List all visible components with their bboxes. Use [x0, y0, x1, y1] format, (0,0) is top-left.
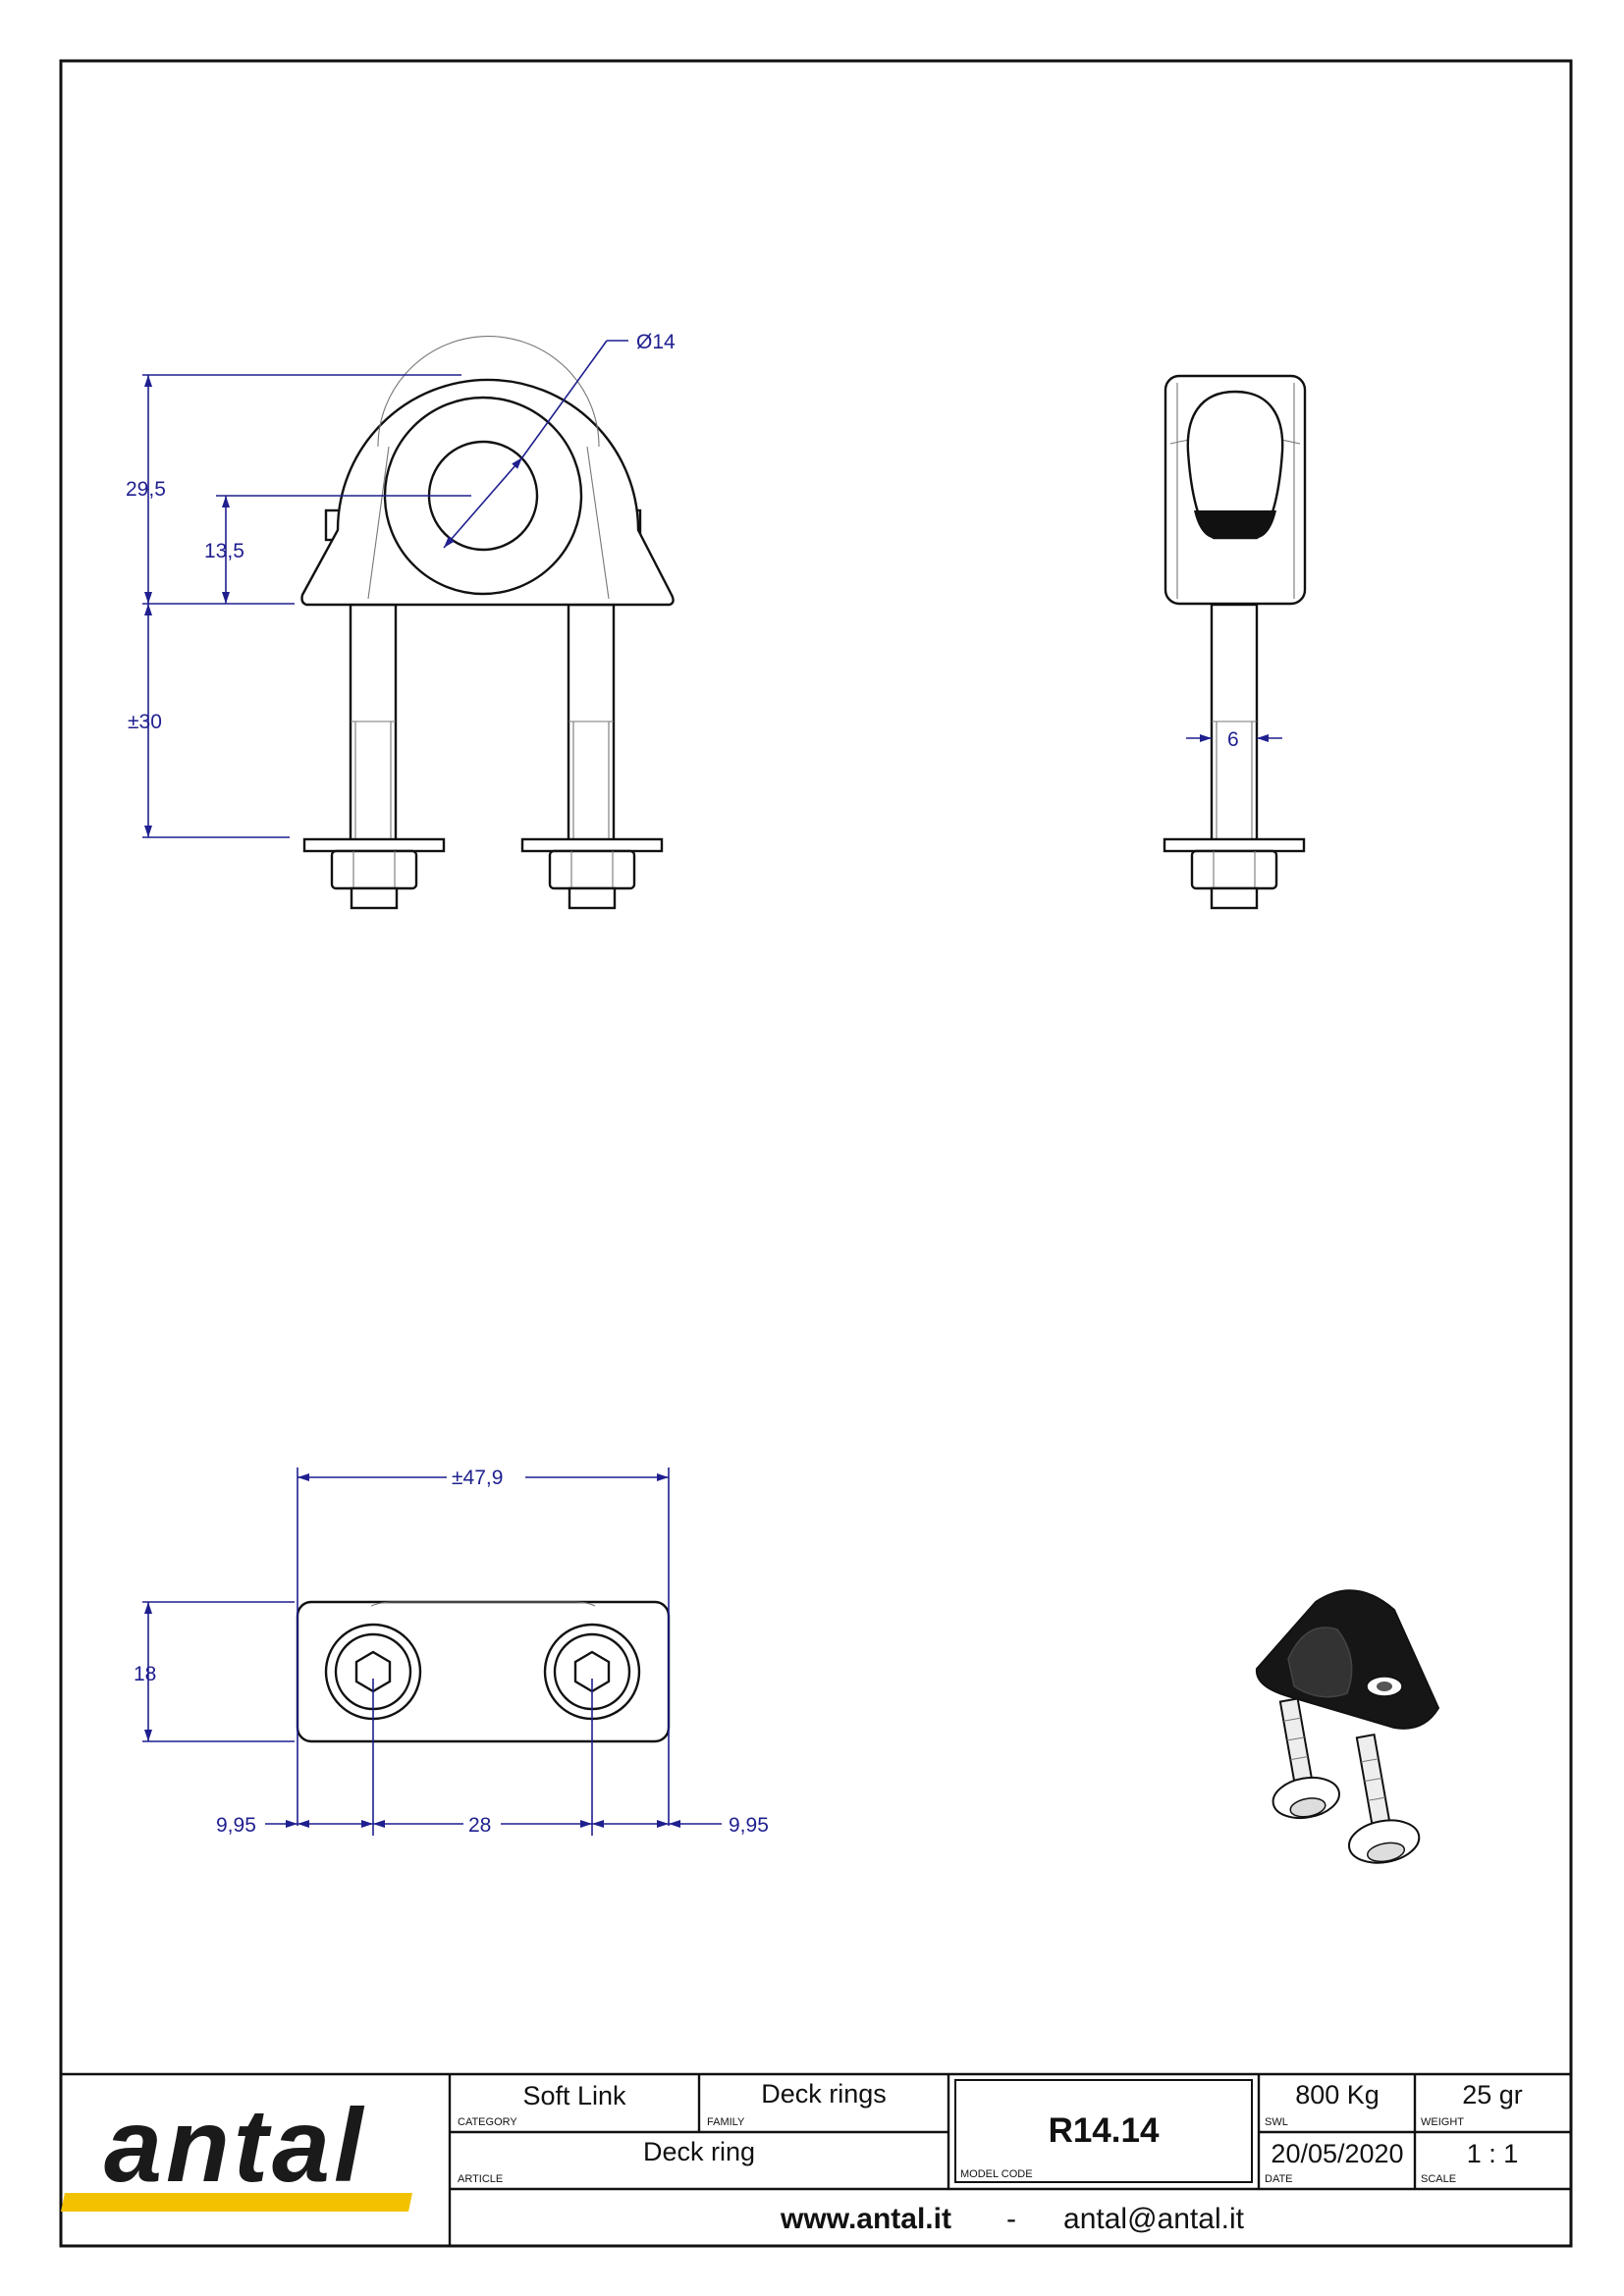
- dim-height-total: 29,5: [126, 478, 166, 501]
- swl-label: SWL: [1265, 2116, 1288, 2128]
- isometric-view: [1255, 1589, 1440, 1864]
- dim-bolt-length: ±30: [128, 711, 162, 733]
- family-label: FAMILY: [707, 2116, 745, 2128]
- dim-edge-left: 9,95: [216, 1814, 256, 1837]
- side-view-dimensions: 6: [1186, 728, 1282, 751]
- dim-bolt-spacing: 28: [468, 1814, 491, 1837]
- front-view: [300, 335, 675, 910]
- company-logo: antal: [104, 2088, 366, 2204]
- scale-label: SCALE: [1421, 2173, 1456, 2185]
- scale-value: 1 : 1: [1467, 2139, 1519, 2168]
- side-view: [1163, 374, 1307, 910]
- logo-accent-bar: [61, 2193, 412, 2212]
- sheet-border: [59, 59, 1573, 2248]
- date-label: DATE: [1265, 2173, 1293, 2185]
- top-view: [296, 1600, 671, 1743]
- article-value: Deck ring: [643, 2137, 755, 2166]
- dim-base-width: 18: [134, 1663, 156, 1685]
- swl-value: 800 Kg: [1295, 2080, 1380, 2109]
- dim-overall-length: ±47,9: [452, 1467, 503, 1489]
- category-label: CATEGORY: [458, 2116, 517, 2128]
- model-code-label: MODEL CODE: [960, 2168, 1033, 2180]
- family-value: Deck rings: [761, 2079, 887, 2109]
- date-value: 20/05/2020: [1271, 2139, 1403, 2168]
- top-view-dimensions: ±47,9 18 9,95 28 9,95: [134, 1467, 769, 1837]
- dim-height-center: 13,5: [204, 540, 244, 562]
- weight-label: WEIGHT: [1421, 2116, 1464, 2128]
- front-view-dimensions: Ø14 29,5 13,5 ±30: [126, 331, 676, 838]
- dim-bolt-diameter: 6: [1227, 728, 1239, 751]
- contact-separator: -: [1006, 2203, 1016, 2235]
- article-label: ARTICLE: [458, 2173, 503, 2185]
- dim-edge-right: 9,95: [729, 1814, 769, 1837]
- title-block: antal Soft Link CATEGORY Deck rings FAMI…: [61, 2072, 1571, 2246]
- website-link[interactable]: www.antal.it: [780, 2203, 951, 2235]
- model-code-value: R14.14: [1049, 2111, 1160, 2150]
- weight-value: 25 gr: [1462, 2080, 1523, 2109]
- dim-diameter: Ø14: [636, 331, 676, 353]
- email-link[interactable]: antal@antal.it: [1063, 2203, 1245, 2235]
- category-value: Soft Link: [522, 2081, 626, 2110]
